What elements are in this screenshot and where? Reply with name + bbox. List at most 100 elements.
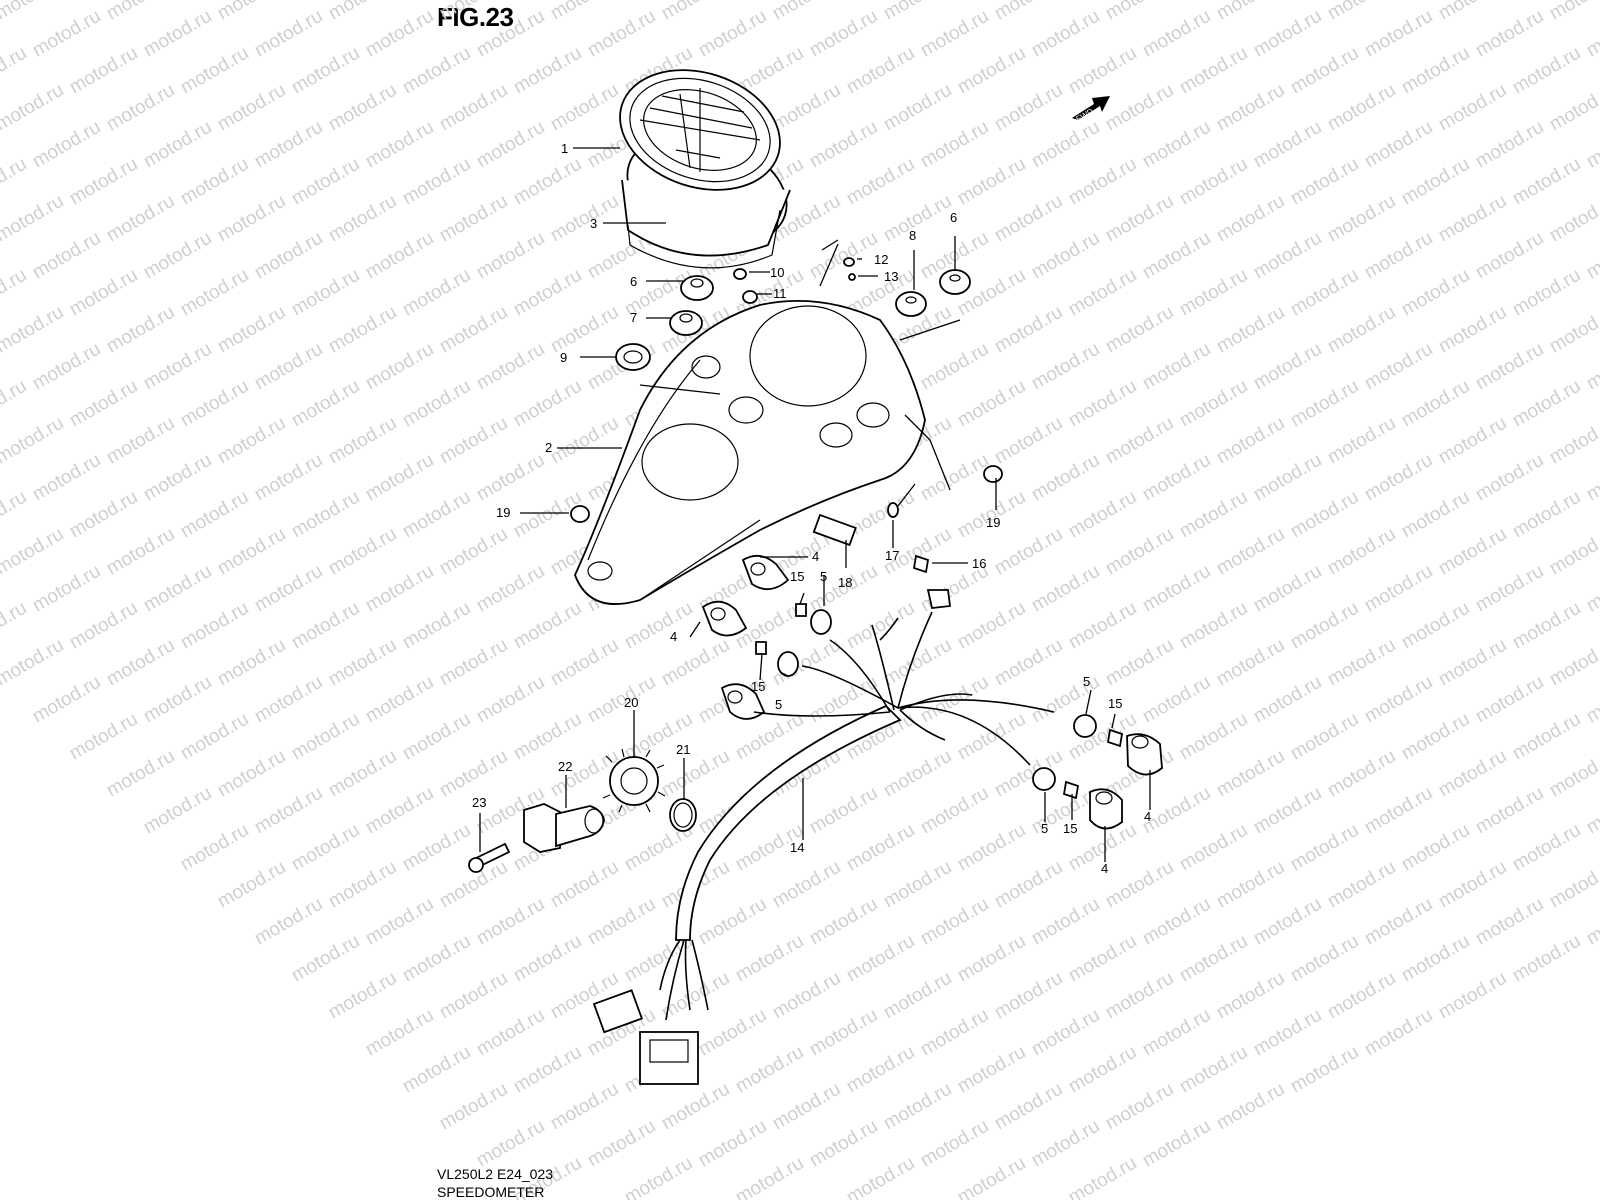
watermark-text: motod.ru — [1287, 154, 1362, 210]
callout-10: 10 — [770, 265, 784, 280]
watermark-text: motod.ru — [214, 80, 289, 136]
watermark-text: motod.ru — [1398, 820, 1473, 876]
watermark-text: motod.ru — [991, 302, 1066, 358]
grommets — [570, 257, 1003, 609]
watermark-text: motod.ru — [103, 191, 178, 247]
watermark-text: motod.ru — [29, 228, 104, 284]
watermark-text: motod.ru — [399, 43, 474, 99]
watermark-text: motod.ru — [103, 413, 178, 469]
watermark-text: motod.ru — [1213, 191, 1288, 247]
watermark-text: motod.ru — [695, 1005, 770, 1061]
watermark-text: motod.ru — [1287, 598, 1362, 654]
watermark-text: motod.ru — [1287, 931, 1362, 987]
watermark-text: motod.ru — [140, 450, 215, 506]
callout-12: 12 — [874, 252, 888, 267]
watermark-text: motod.ru — [658, 746, 733, 802]
watermark-text: motod.ru — [66, 376, 141, 432]
watermark-text: motod.ru — [1139, 6, 1214, 62]
watermark-text: motod.ru — [1028, 1005, 1103, 1061]
watermark-text: motod.ru — [1398, 154, 1473, 210]
watermark-text: motod.ru — [695, 894, 770, 950]
watermark-text: motod.ru — [917, 339, 992, 395]
watermark-text: motod.ru — [1213, 746, 1288, 802]
watermark-text: motod.ru — [399, 709, 474, 765]
watermark-text: motod.ru — [288, 376, 363, 432]
watermark-text: motod.ru — [843, 1153, 918, 1200]
watermark-text: motod.ru — [0, 80, 67, 136]
watermark-text: motod.ru — [1509, 709, 1584, 765]
watermark-text: motod.ru — [473, 1005, 548, 1061]
watermark-text: motod.ru — [1583, 894, 1600, 950]
watermark-text: motod.ru — [806, 894, 881, 950]
watermark-text: motod.ru — [436, 968, 511, 1024]
watermark-text: motod.ru — [1213, 635, 1288, 691]
callout-labels: 1 2 3 4 4 4 4 4 5 5 5 5 5 6 6 7 8 9 10 1… — [472, 141, 1151, 876]
watermark-text: motod.ru — [0, 376, 30, 432]
watermark-text: motod.ru — [991, 746, 1066, 802]
watermark-text: motod.ru — [214, 302, 289, 358]
watermark-text: motod.ru — [29, 672, 104, 728]
watermark-text: motod.ru — [917, 6, 992, 62]
watermark-text: motod.ru — [214, 635, 289, 691]
watermark-text: motod.ru — [1213, 80, 1288, 136]
watermark-text: motod.ru — [1139, 117, 1214, 173]
watermark-text: motod.ru — [1176, 709, 1251, 765]
watermark-text: motod.ru — [732, 931, 807, 987]
watermark-text: motod.ru — [251, 6, 326, 62]
watermark-text: motod.ru — [1435, 80, 1510, 136]
watermark-text: motod.ru — [1472, 672, 1547, 728]
callout-7: 7 — [630, 310, 637, 325]
callout-5b: 5 — [775, 697, 782, 712]
watermark-text: motod.ru — [991, 1079, 1066, 1135]
callout-5d: 5 — [1041, 821, 1048, 836]
watermark-text: motod.ru — [1509, 376, 1584, 432]
watermark-text: motod.ru — [1250, 894, 1325, 950]
watermark-text: motod.ru — [399, 931, 474, 987]
watermark-text: motod.ru — [1324, 0, 1399, 24]
watermark-text: motod.ru — [510, 154, 585, 210]
watermark-text: motod.ru — [1287, 709, 1362, 765]
watermark-text: motod.ru — [917, 450, 992, 506]
watermark-text: motod.ru — [1472, 894, 1547, 950]
watermark-text: motod.ru — [1324, 191, 1399, 247]
watermark-text: motod.ru — [473, 672, 548, 728]
watermark-text: motod.ru — [399, 820, 474, 876]
watermark-text: motod.ru — [1361, 561, 1436, 617]
watermark-text: motod.ru — [1361, 1005, 1436, 1061]
watermark-text: motod.ru — [547, 0, 622, 24]
watermark-text: motod.ru — [436, 413, 511, 469]
watermark-text: motod.ru — [140, 117, 215, 173]
watermark-text: motod.ru — [1213, 413, 1288, 469]
watermark-text: motod.ru — [1028, 894, 1103, 950]
watermark-text: motod.ru — [1102, 968, 1177, 1024]
watermark-text: motod.ru — [1361, 6, 1436, 62]
watermark-text: motod.ru — [1509, 487, 1584, 543]
watermark-text: motod.ru — [1065, 43, 1140, 99]
watermark-text: motod.ru — [732, 1042, 807, 1098]
meter-cover — [574, 299, 926, 605]
watermark-text: motod.ru — [658, 0, 733, 24]
watermark-text: motod.ru — [1324, 635, 1399, 691]
watermark-text: motod.ru — [177, 376, 252, 432]
watermark-text: motod.ru — [1361, 339, 1436, 395]
watermark-text: motod.ru — [436, 0, 511, 24]
watermark-text: motod.ru — [1583, 561, 1600, 617]
watermark-text: motod.ru — [917, 1005, 992, 1061]
watermark-text: motod.ru — [1102, 413, 1177, 469]
watermark-text: motod.ru — [1546, 191, 1600, 247]
watermark-text: motod.ru — [806, 6, 881, 62]
watermark-text: motod.ru — [1546, 524, 1600, 580]
watermark-text: motod.ru — [473, 894, 548, 950]
leader-lines — [479, 147, 1151, 862]
watermark-text: motod.ru — [0, 154, 30, 210]
watermark-text: motod.ru — [362, 561, 437, 617]
watermark-text: motod.ru — [991, 80, 1066, 136]
watermark-text: motod.ru — [1065, 487, 1140, 543]
watermark-text: motod.ru — [1509, 265, 1584, 321]
watermark-text: motod.ru — [1287, 1042, 1362, 1098]
callout-16: 16 — [972, 556, 986, 571]
watermark-text: motod.ru — [177, 487, 252, 543]
watermark-text: motod.ru — [140, 339, 215, 395]
watermark-text: motod.ru — [1435, 635, 1510, 691]
